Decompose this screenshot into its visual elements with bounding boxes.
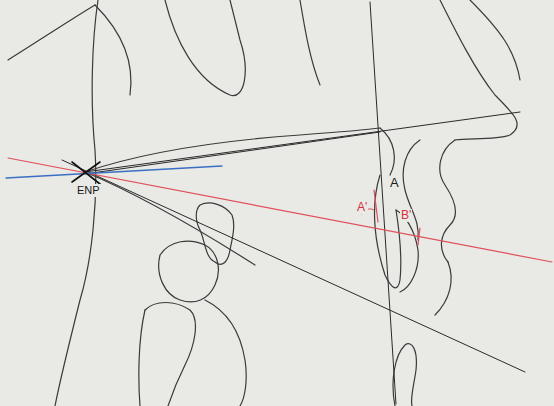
landmark-label: A'	[356, 201, 368, 214]
landmark-label: A	[389, 176, 400, 189]
landmark-label: B'	[400, 209, 412, 222]
landmark-label: ENP	[76, 184, 101, 197]
